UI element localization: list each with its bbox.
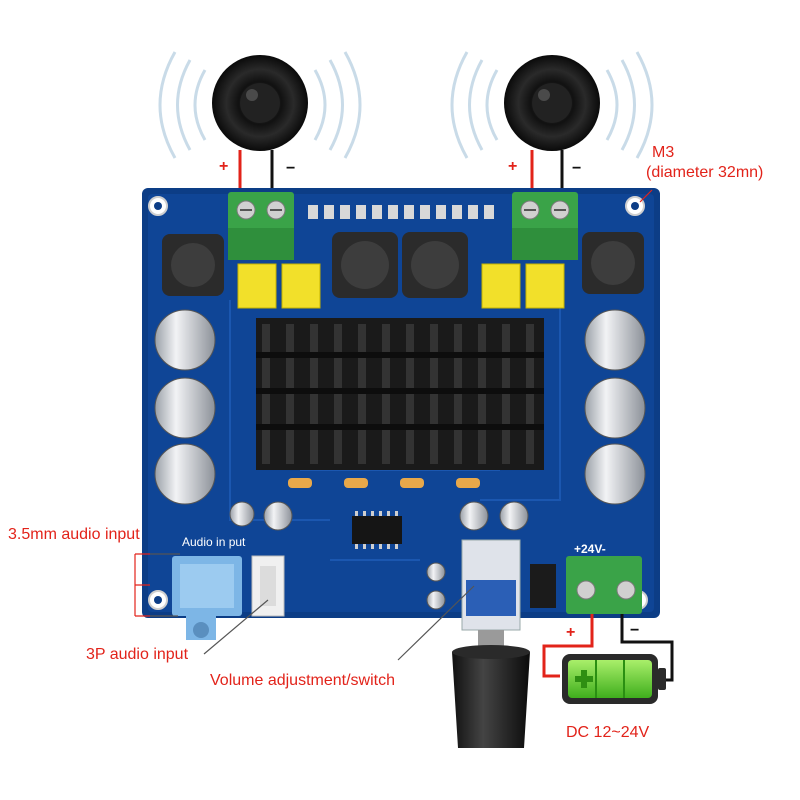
volume-label: Volume adjustment/switch bbox=[210, 672, 395, 689]
power-wires bbox=[542, 614, 674, 682]
left-speaker-plus-label: + bbox=[219, 158, 229, 175]
speaker-right-icon bbox=[504, 55, 600, 151]
speaker-terminal-left bbox=[228, 192, 294, 260]
audio-35-label: 3.5mm audio input bbox=[8, 526, 140, 543]
volume-knob-icon bbox=[452, 645, 530, 748]
speaker-left-icon bbox=[212, 55, 308, 151]
ic-chip bbox=[352, 511, 402, 549]
film-capacitors bbox=[237, 263, 565, 309]
mount-hole-detail-label: (diameter 32mn) bbox=[646, 164, 764, 181]
electrolytic-capacitors bbox=[154, 309, 646, 610]
audio-3p-label: 3P audio input bbox=[86, 646, 189, 663]
board-power-label: +24V- bbox=[574, 542, 606, 556]
right-speaker-minus-label: − bbox=[572, 160, 582, 177]
speaker-terminal-right bbox=[512, 192, 578, 260]
audio-jack-3-5mm bbox=[172, 556, 242, 640]
board-audio-in-label: Audio in put bbox=[182, 535, 246, 549]
heatsink bbox=[256, 318, 544, 470]
battery-icon bbox=[562, 654, 666, 704]
power-terminal bbox=[530, 556, 642, 614]
smd-capacitors bbox=[288, 478, 480, 488]
power-plus-label: + bbox=[566, 624, 576, 641]
volume-potentiometer bbox=[461, 539, 521, 648]
mount-hole-label: M3 bbox=[652, 144, 675, 161]
power-minus-label: − bbox=[630, 622, 640, 639]
power-label: DC 12~24V bbox=[566, 724, 650, 741]
sound-waves-left bbox=[158, 51, 362, 159]
annotation-lines bbox=[134, 189, 653, 661]
sound-waves-right bbox=[450, 51, 654, 159]
smd-row bbox=[308, 205, 494, 219]
left-speaker-minus-label: − bbox=[286, 160, 296, 177]
inductors bbox=[162, 232, 644, 298]
audio-connector-3p bbox=[251, 555, 285, 617]
right-speaker-plus-label: + bbox=[508, 158, 518, 175]
